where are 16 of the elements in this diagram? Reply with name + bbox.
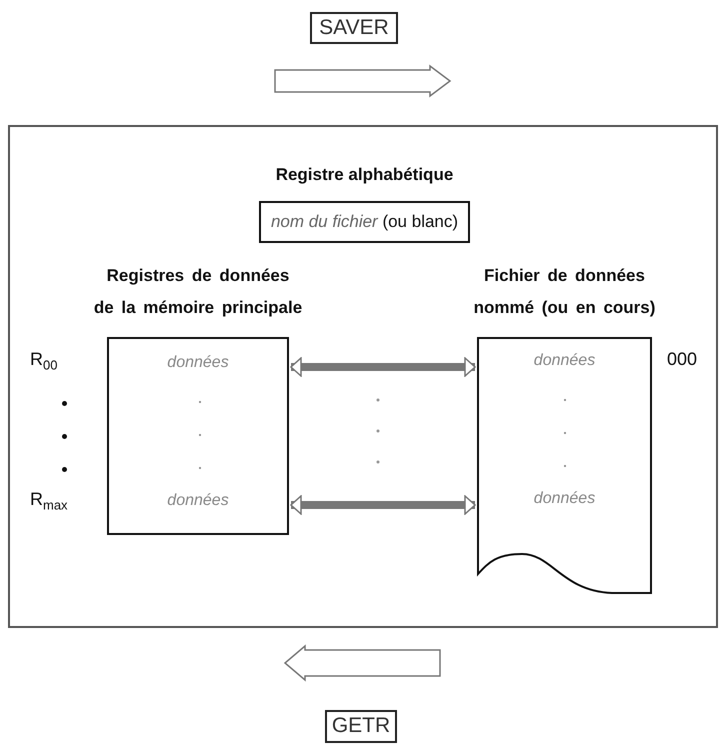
register-heading: Registre alphabétique (274, 164, 454, 186)
filename-register-box: nom du fichier (ou blanc) (259, 201, 470, 243)
data-entry: données (166, 492, 230, 510)
data-entry: données (532, 490, 596, 508)
data-entry: données (532, 352, 596, 370)
command-label-box: GETR (325, 710, 397, 743)
double-arrow (290, 357, 476, 377)
address-label: 000 (667, 349, 698, 370)
column-heading: Fichier de données nommé (ou en cours) (474, 265, 656, 319)
register-label: R$_{00}$ (30, 349, 58, 373)
column-heading: Registres de données de la mémoire principale (93, 265, 303, 319)
register-label: R$_{max}$ (30, 489, 68, 513)
data-entry: données (166, 354, 230, 372)
memory-frame (8, 125, 718, 628)
command-label-box: SAVER (310, 12, 398, 44)
double-arrow (290, 495, 476, 515)
